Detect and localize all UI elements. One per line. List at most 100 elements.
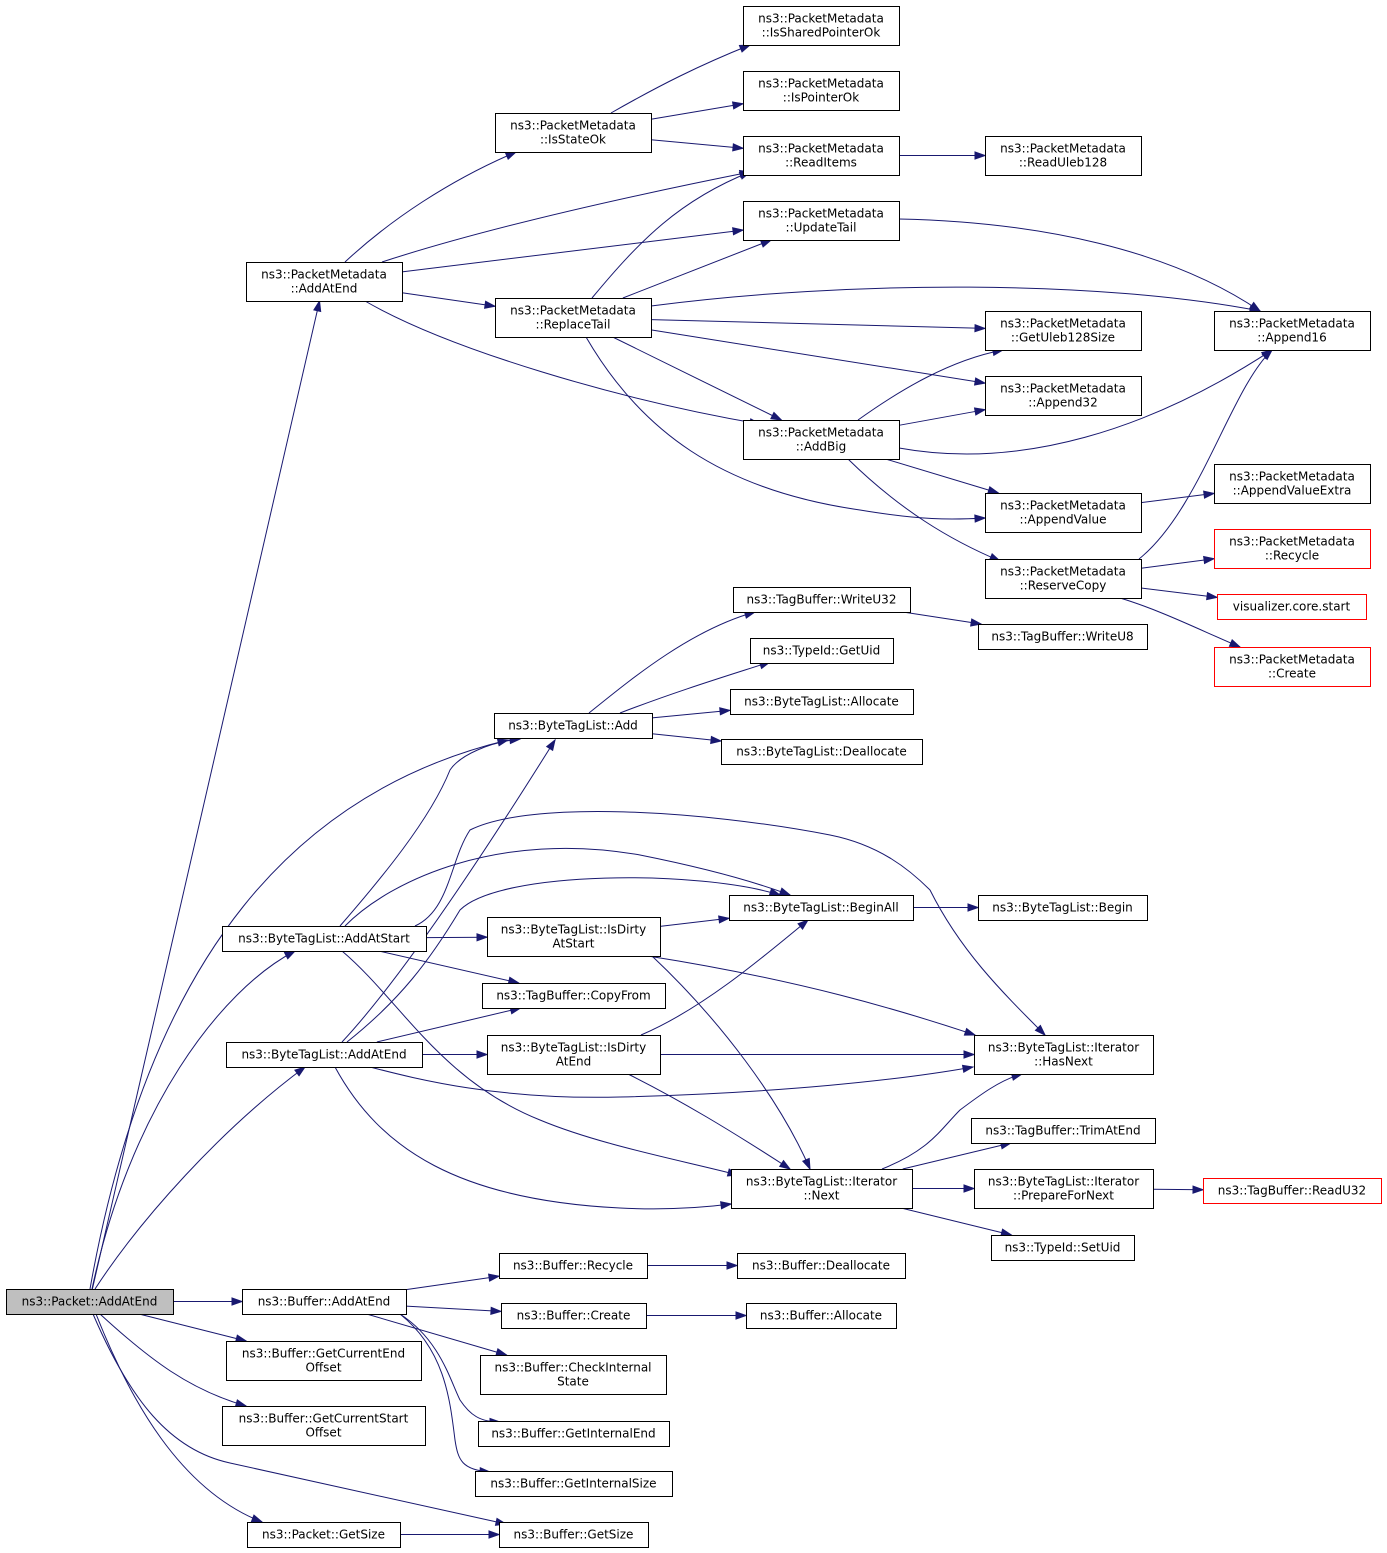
node-label: ::AddAtEnd <box>291 282 358 296</box>
arrowhead-icon <box>313 299 322 313</box>
edge-packet_addatend-to-packet_getsize <box>95 1313 264 1523</box>
node-label: ::Append16 <box>1257 331 1326 345</box>
node-box <box>6 1289 174 1315</box>
node-tb-writeu32[interactable]: ns3::TagBuffer::WriteU32 <box>733 587 911 613</box>
node-buf-getinternalsize[interactable]: ns3::Buffer::GetInternalSize <box>475 1471 673 1497</box>
node-btl-deallocate[interactable]: ns3::ByteTagList::Deallocate <box>721 739 923 765</box>
node-buf-allocate[interactable]: ns3::Buffer::Allocate <box>746 1303 897 1329</box>
node-pm-reservecopy[interactable]: ns3::PacketMetadata::ReserveCopy <box>985 559 1142 599</box>
edge-line <box>591 171 751 299</box>
node-tb-copyfrom[interactable]: ns3::TagBuffer::CopyFrom <box>482 983 666 1009</box>
arrowhead-icon <box>234 1399 248 1408</box>
node-typeid-getuid[interactable]: ns3::TypeId::GetUid <box>750 638 894 664</box>
node-label: ns3::TagBuffer::WriteU32 <box>747 593 897 607</box>
node-box <box>737 1253 906 1279</box>
node-box <box>478 1421 670 1447</box>
node-label: AtEnd <box>556 1055 592 1069</box>
edge-buf_addatend-to-buf_create <box>405 1305 503 1316</box>
node-packet-getsize[interactable]: ns3::Packet::GetSize <box>247 1522 401 1548</box>
node-tb-writeu8[interactable]: ns3::TagBuffer::WriteU8 <box>978 624 1148 650</box>
node-box <box>746 1303 897 1329</box>
node-pm-appendvalueextra[interactable]: ns3::PacketMetadata::AppendValueExtra <box>1214 464 1371 504</box>
edge-line <box>898 218 1261 312</box>
edge-line <box>95 1313 263 1523</box>
node-buf-addatend[interactable]: ns3::Buffer::AddAtEnd <box>242 1289 407 1315</box>
node-pm-addatend[interactable]: ns3::PacketMetadata::AddAtEnd <box>246 262 403 302</box>
node-label: ns3::Buffer::CheckInternal <box>494 1361 651 1375</box>
node-label: ::PrepareForNext <box>1013 1189 1114 1203</box>
node-label: ::ReadItems <box>785 156 857 170</box>
node-pm-readitems[interactable]: ns3::PacketMetadata::ReadItems <box>743 136 900 176</box>
arrowhead-icon <box>778 1159 792 1170</box>
edge-btl_addatend-to-btli_next <box>334 1066 733 1210</box>
node-label: ns3::Buffer::Deallocate <box>752 1259 890 1273</box>
edge-line <box>414 811 1046 1036</box>
node-btl-add[interactable]: ns3::ByteTagList::Add <box>494 713 653 739</box>
node-label: ::ReadUleb128 <box>1019 156 1107 170</box>
node-pm-append32[interactable]: ns3::PacketMetadata::Append32 <box>985 376 1142 416</box>
node-pm-ispointerok[interactable]: ns3::PacketMetadata::IsPointerOk <box>743 71 900 111</box>
node-tb-readu32[interactable]: ns3::TagBuffer::ReadU32 <box>1203 1178 1382 1204</box>
edge-tb_writeu32-to-tb_writeu8 <box>902 611 983 627</box>
node-box <box>487 1035 661 1075</box>
edge-btl_add-to-btl_allocate <box>651 707 732 719</box>
edge-pm_replacetail-to-pm_updatetail <box>622 239 773 299</box>
node-label: ns3::TagBuffer::WriteU8 <box>991 630 1133 644</box>
node-label: ns3::Buffer::Recycle <box>513 1259 633 1273</box>
node-pm-issharedpointerok[interactable]: ns3::PacketMetadata::IsSharedPointerOk <box>743 6 900 46</box>
node-pm-appendvalue[interactable]: ns3::PacketMetadata::AppendValue <box>985 493 1142 533</box>
node-label: ns3::PacketMetadata <box>1000 382 1126 396</box>
node-label: ::IsPointerOk <box>783 91 859 105</box>
node-pm-create[interactable]: ns3::PacketMetadata::Create <box>1214 647 1371 687</box>
node-tb-trimatend[interactable]: ns3::TagBuffer::TrimAtEnd <box>971 1118 1156 1144</box>
node-pm-getuleb128size[interactable]: ns3::PacketMetadata::GetUleb128Size <box>985 311 1142 351</box>
node-pm-append16[interactable]: ns3::PacketMetadata::Append16 <box>1214 311 1371 351</box>
node-label: ns3::Buffer::AddAtEnd <box>258 1295 391 1309</box>
node-pm-updatetail[interactable]: ns3::PacketMetadata::UpdateTail <box>743 201 900 241</box>
node-btl-beginall[interactable]: ns3::ByteTagList::BeginAll <box>729 895 914 921</box>
edge-pm_replacetail-to-pm_append16 <box>650 286 1262 314</box>
edge-line <box>138 1313 247 1342</box>
node-box <box>985 493 1142 533</box>
node-pm-replacetail[interactable]: ns3::PacketMetadata::ReplaceTail <box>495 298 652 338</box>
node-viz-core-start[interactable]: visualizer.core.start <box>1217 594 1367 620</box>
node-buf-deallocate[interactable]: ns3::Buffer::Deallocate <box>737 1253 906 1279</box>
node-buf-recycle[interactable]: ns3::Buffer::Recycle <box>499 1253 648 1279</box>
arrowhead-icon <box>961 1064 975 1073</box>
node-box <box>1217 594 1367 620</box>
node-btli-hasnext[interactable]: ns3::ByteTagList::Iterator::HasNext <box>974 1035 1154 1075</box>
edge-line <box>857 349 1004 421</box>
node-buf-create[interactable]: ns3::Buffer::Create <box>501 1303 647 1329</box>
arrowhead-icon <box>801 1157 811 1171</box>
node-btli-preparefornext[interactable]: ns3::ByteTagList::Iterator::PrepareForNe… <box>974 1169 1154 1209</box>
edge-pm_updatetail-to-pm_append16 <box>898 218 1262 312</box>
node-label: ns3::PacketMetadata <box>758 142 884 156</box>
node-box <box>1214 311 1371 351</box>
node-box <box>991 1235 1135 1261</box>
node-pm-isstateok[interactable]: ns3::PacketMetadata::IsStateOk <box>495 113 652 153</box>
edge-pm_addatend-to-pm_replacetail <box>401 292 497 309</box>
edges-layer <box>89 44 1274 1539</box>
node-pm-addbig[interactable]: ns3::PacketMetadata::AddBig <box>743 420 900 460</box>
node-label: ns3::TypeId::GetUid <box>763 644 881 658</box>
node-btl-allocate[interactable]: ns3::ByteTagList::Allocate <box>730 689 914 715</box>
node-pm-recycle[interactable]: ns3::PacketMetadata::Recycle <box>1214 529 1371 569</box>
edge-line <box>650 286 1261 312</box>
node-box <box>222 1406 426 1446</box>
edge-pm_isstateok-to-pm_ispointerok <box>650 101 745 120</box>
node-label: ns3::Buffer::GetCurrentEnd <box>242 1347 405 1361</box>
node-buf-getinternalend[interactable]: ns3::Buffer::GetInternalEnd <box>478 1421 670 1447</box>
node-btli-next[interactable]: ns3::ByteTagList::Iterator::Next <box>731 1169 913 1209</box>
node-pm-readuleb128[interactable]: ns3::PacketMetadata::ReadUleb128 <box>985 136 1142 176</box>
node-typeid-setuid[interactable]: ns3::TypeId::SetUid <box>991 1235 1135 1261</box>
node-buf-getsize[interactable]: ns3::Buffer::GetSize <box>499 1522 649 1548</box>
arrowhead-icon <box>738 44 752 53</box>
node-btl-begin[interactable]: ns3::ByteTagList::Begin <box>978 895 1148 921</box>
node-btl-addatstart[interactable]: ns3::ByteTagList::AddAtStart <box>222 926 427 952</box>
node-btl-addatend[interactable]: ns3::ByteTagList::AddAtEnd <box>226 1042 423 1068</box>
